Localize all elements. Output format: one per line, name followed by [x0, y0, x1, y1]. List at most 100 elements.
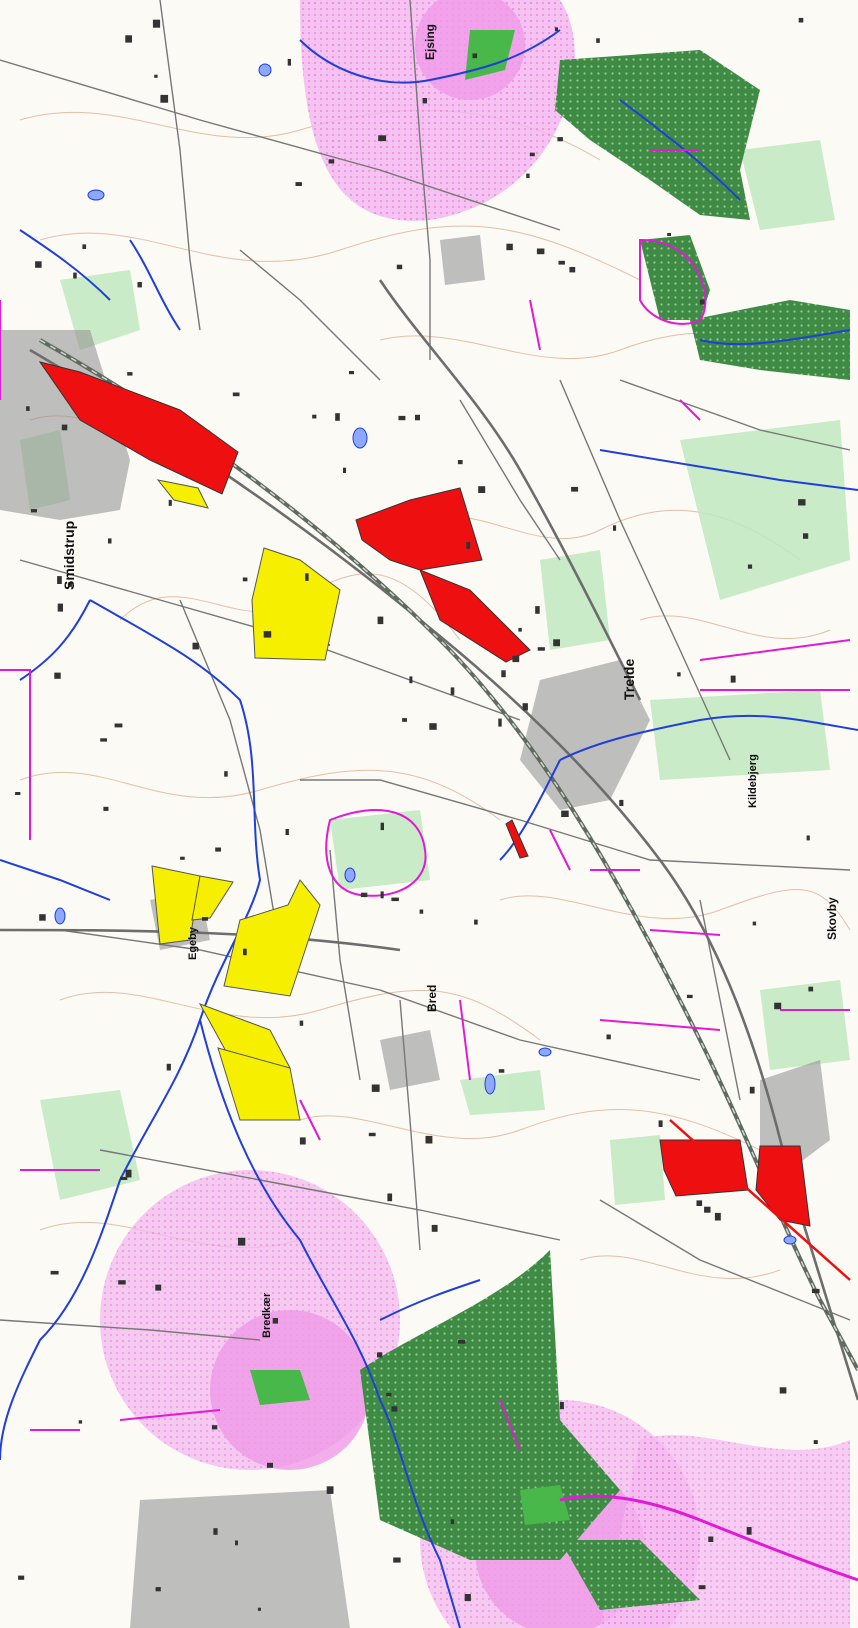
farm-building [287, 58, 291, 66]
place-label-skovby: Skovby [825, 897, 839, 940]
farm-building [747, 564, 753, 569]
farm-building [343, 467, 346, 473]
farm-building [192, 642, 199, 650]
farm-building [377, 1352, 383, 1358]
farm-building [779, 1387, 787, 1394]
farm-building [554, 27, 558, 32]
farm-building [561, 810, 569, 817]
farm-building [377, 616, 384, 625]
farm-building [137, 282, 142, 288]
farm-building [26, 406, 30, 411]
farm-building [50, 1270, 59, 1275]
farm-building [596, 38, 600, 43]
farm-buildings [15, 17, 820, 1611]
farm-building [299, 1020, 304, 1026]
farm-building [295, 182, 302, 186]
farm-building [378, 135, 387, 142]
farm-building [299, 1137, 306, 1145]
farm-building [30, 509, 37, 513]
farm-building [35, 261, 42, 268]
farm-building [474, 919, 478, 925]
streams [0, 29, 858, 1628]
farm-building [698, 1585, 706, 1590]
farm-building [419, 909, 424, 914]
ponds [54, 63, 797, 1245]
yellow-area-7 [217, 1047, 301, 1121]
farm-building [54, 672, 61, 679]
farm-building [305, 573, 309, 581]
farm-building [714, 1212, 721, 1221]
farm-building [152, 19, 161, 28]
farm-building [328, 159, 335, 164]
farm-building [73, 272, 77, 279]
farm-building [67, 582, 73, 587]
farm-building [15, 792, 21, 795]
farm-building [806, 835, 810, 841]
red-area-4 [659, 1139, 749, 1197]
yellow-areas [151, 479, 341, 1121]
red-area-1 [38, 361, 239, 495]
farm-building [606, 1034, 611, 1040]
farm-building [57, 603, 63, 612]
farm-building [398, 415, 406, 421]
farm-building [450, 687, 455, 695]
farm-building [749, 1086, 755, 1094]
farm-building [120, 1176, 128, 1180]
farm-building [257, 1607, 261, 1611]
farm-building [677, 672, 681, 677]
farm-building [798, 499, 806, 506]
farm-building [396, 264, 403, 270]
farm-building [202, 917, 209, 921]
farm-building [108, 538, 112, 544]
yellow-area-5 [223, 879, 321, 997]
farm-building [704, 1206, 711, 1213]
farm-building [380, 822, 384, 831]
red-area-3 [419, 569, 531, 663]
farm-building [798, 17, 804, 23]
farm-building [154, 74, 158, 78]
place-label-bred: Bred [425, 985, 439, 1012]
farm-building [155, 1587, 161, 1592]
farm-building [569, 267, 576, 273]
farm-building [466, 542, 471, 549]
farm-building [730, 675, 736, 683]
farm-building [114, 723, 123, 728]
red-areas [38, 361, 811, 1227]
red-area-2 [355, 487, 483, 571]
farm-building [571, 486, 579, 492]
place-label-trelde: Trelde [621, 659, 637, 700]
farm-building [371, 1084, 380, 1092]
farm-building [458, 1340, 466, 1344]
farm-building [160, 94, 169, 103]
farm-building [82, 244, 87, 249]
farm-building [774, 1002, 782, 1010]
farm-building [57, 576, 62, 584]
contour-lines [19, 109, 851, 1280]
red-area-5 [755, 1145, 811, 1227]
farm-building [360, 892, 368, 898]
farm-building [811, 1288, 820, 1293]
farm-building [518, 627, 522, 632]
farm-building [746, 1527, 752, 1535]
farm-building [667, 233, 671, 236]
farm-building [696, 1200, 703, 1206]
farm-building [536, 248, 545, 255]
farm-building [813, 1440, 818, 1444]
place-label-smidstrup: Smidstrup [61, 521, 77, 590]
farm-building [422, 98, 427, 104]
farm-building [386, 1392, 392, 1397]
farm-building [557, 137, 563, 142]
place-label-bredkaer: Bredkær [261, 1292, 273, 1338]
forest-areas [250, 30, 850, 1610]
farm-building [224, 771, 228, 777]
farm-building [393, 1557, 401, 1563]
farm-building [498, 1069, 505, 1073]
farm-building [409, 676, 413, 684]
red-line [669, 1119, 851, 1281]
farm-building [215, 847, 221, 852]
farm-building [803, 533, 809, 539]
farm-building [699, 299, 705, 305]
farm-building [686, 994, 693, 999]
